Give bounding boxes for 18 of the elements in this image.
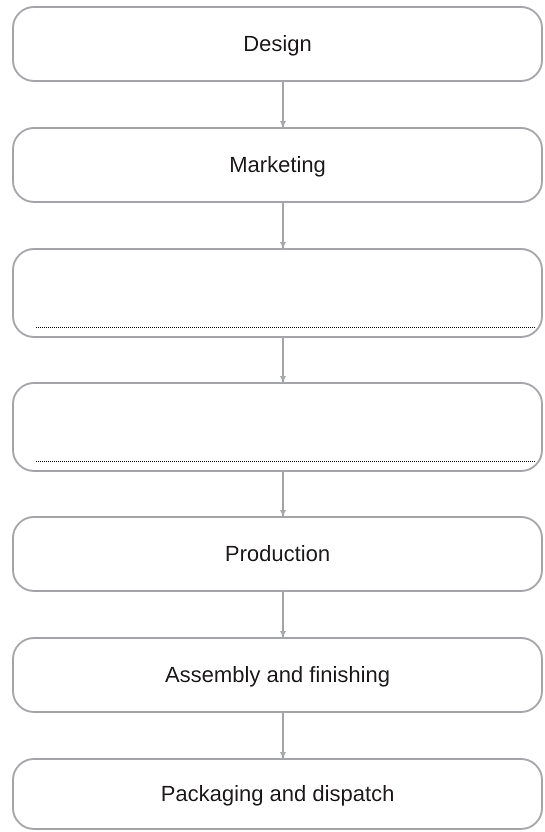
blank-box	[12, 248, 543, 338]
blank-box	[12, 382, 543, 472]
arrow	[280, 82, 286, 127]
arrow	[280, 592, 286, 637]
process-box	[12, 127, 543, 203]
arrow	[280, 203, 286, 248]
arrow	[280, 338, 286, 382]
step-label: Packaging and dispatch	[160, 781, 394, 807]
process-box	[12, 637, 543, 713]
process-box	[12, 6, 543, 82]
process-box	[12, 758, 543, 830]
arrow	[280, 713, 286, 758]
step-label: Design	[243, 31, 312, 57]
arrow	[280, 472, 286, 516]
process-box	[12, 516, 543, 592]
step-label: Production	[224, 541, 330, 567]
step-label: Marketing	[229, 152, 326, 178]
step-label: Assembly and finishing	[164, 662, 390, 688]
